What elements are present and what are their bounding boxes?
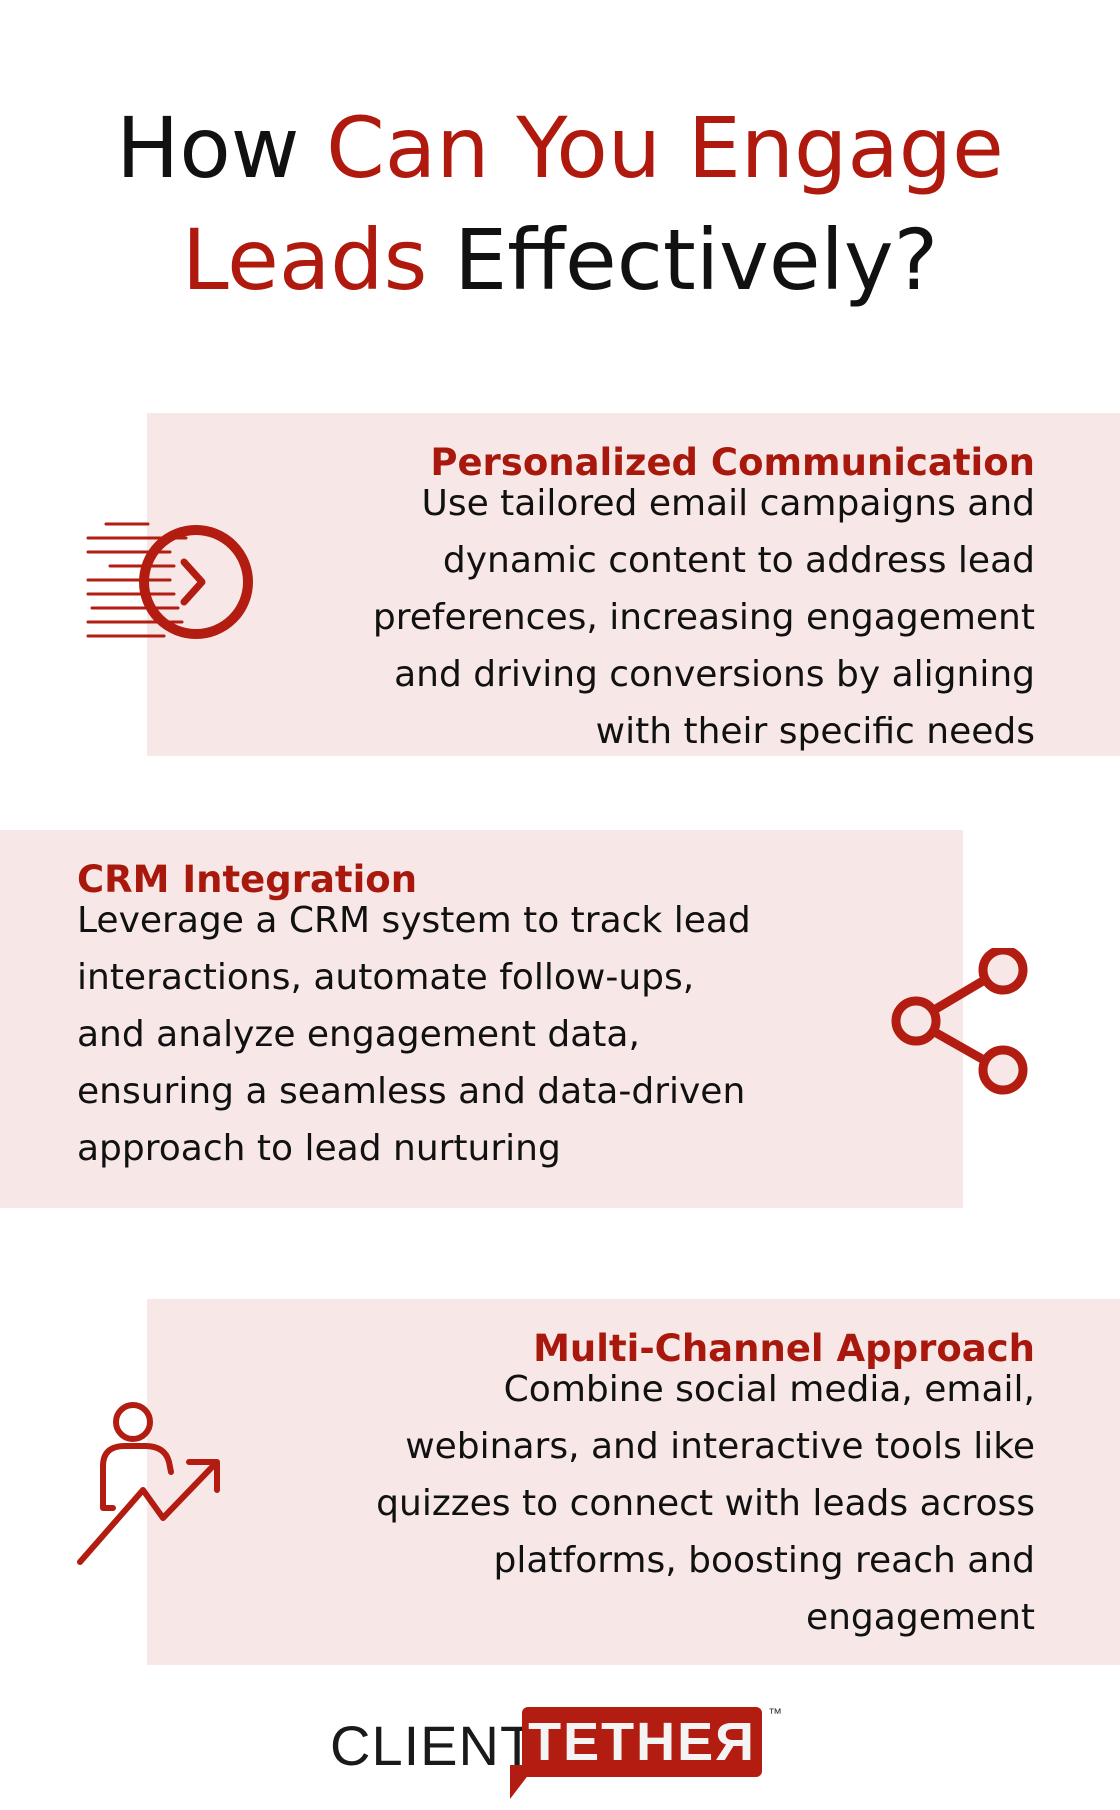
section-body-line: approach to lead nurturing [77, 1128, 561, 1169]
person-growth-icon [77, 1402, 220, 1565]
logo-tether-box [522, 1707, 762, 1777]
title-line-2: Leads Effectively? [0, 204, 1120, 316]
logo-tether-text: TETHEЯ [528, 1712, 756, 1772]
section-heading: Multi-Channel Approach [533, 1327, 1035, 1370]
title-accent-engage: Can You Engage [326, 99, 1004, 197]
section-body-line: Leverage a CRM system to track lead [77, 900, 751, 941]
speed-arrow-icon [86, 522, 253, 639]
section-card-personalized-communication: Personalized Communication Use tailored … [147, 413, 1120, 756]
section-card-crm-integration: CRM Integration Leverage a CRM system to… [0, 830, 963, 1208]
share-icon [891, 948, 1028, 1095]
title-word-how: How [116, 99, 327, 197]
title-word-effectively: Effectively? [427, 211, 939, 309]
section-body-line: quizzes to connect with leads across [376, 1483, 1035, 1524]
title-line-1: How Can You Engage [0, 92, 1120, 204]
section-body-line: interactions, automate follow-ups, [77, 957, 695, 998]
section-body: Use tailored email campaigns and dynamic… [373, 475, 1035, 760]
section-body: Leverage a CRM system to track lead inte… [77, 892, 751, 1177]
section-body: Combine social media, email, webinars, a… [376, 1361, 1035, 1646]
section-body-line: platforms, boosting reach and [493, 1540, 1036, 1581]
page-title: How Can You Engage Leads Effectively? [0, 92, 1120, 316]
section-body-line: webinars, and interactive tools like [405, 1426, 1035, 1467]
section-card-multi-channel-approach: Multi-Channel Approach Combine social me… [147, 1299, 1120, 1665]
section-body-line: dynamic content to address lead [442, 540, 1035, 581]
section-heading: Personalized Communication [430, 441, 1035, 484]
section-heading: CRM Integration [77, 858, 418, 901]
section-body-line: Use tailored email campaigns and [421, 483, 1035, 524]
logo-trademark: ™ [768, 1705, 782, 1721]
section-body-line: preferences, increasing engagement [372, 597, 1035, 638]
logo-client-text: CLIENT [330, 1714, 536, 1777]
section-body-line: ensuring a seamless and data-driven [77, 1071, 746, 1112]
title-accent-leads: Leads [181, 211, 428, 309]
section-body-line: and analyze engagement data, [77, 1014, 640, 1055]
section-body-line: and driving conversions by aligning [394, 654, 1035, 695]
section-body-line: engagement [805, 1597, 1035, 1638]
section-body-line: with their specific needs [595, 711, 1035, 752]
client-tether-logo: CLIENT TETHEЯ ™ [330, 1705, 800, 1805]
section-body-line: Combine social media, email, [503, 1369, 1035, 1410]
